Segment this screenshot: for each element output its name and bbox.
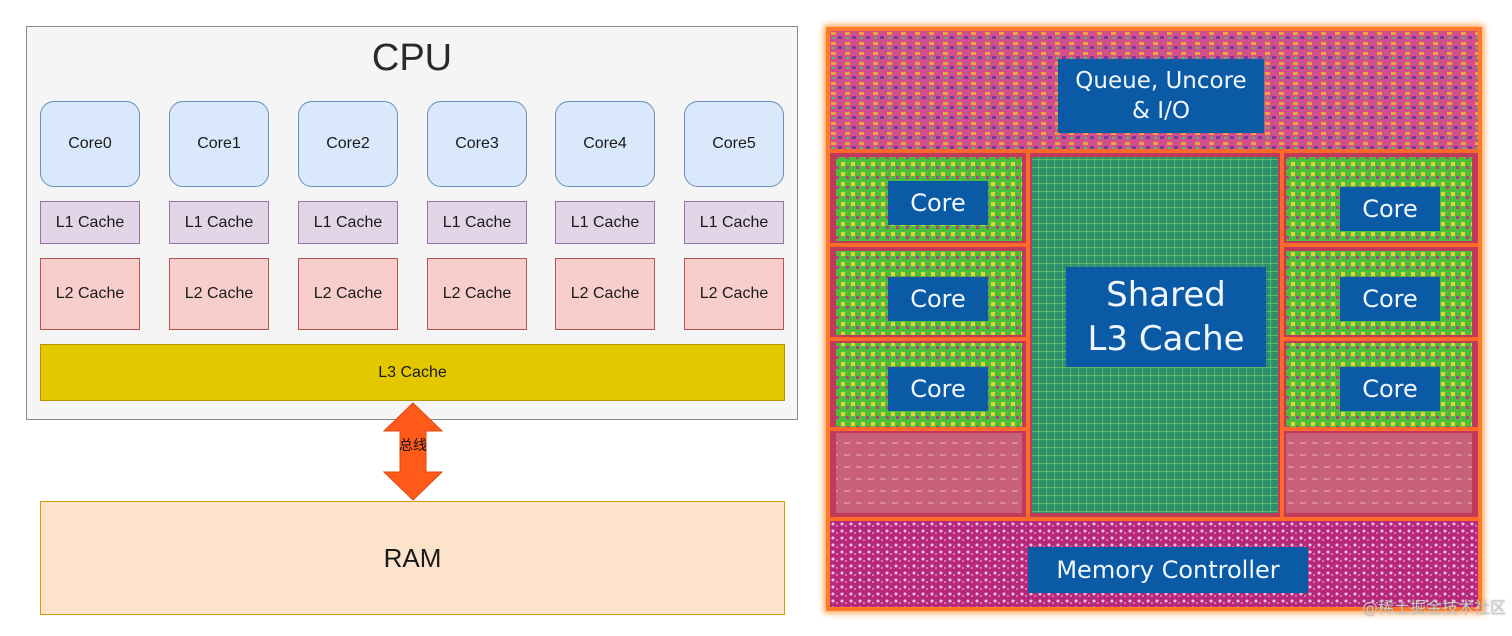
l1-cache-1: L1 Cache [169, 201, 269, 244]
core-5-box: Core5 [684, 101, 784, 187]
l1-cache-4: L1 Cache [555, 201, 655, 244]
l2-cache-4: L2 Cache [555, 258, 655, 330]
ram-box: RAM [40, 501, 785, 615]
l2-cache-3: L2 Cache [427, 258, 527, 330]
l2-cache-0: L2 Cache [40, 258, 140, 330]
memory-controller-label: Memory Controller [1028, 547, 1308, 593]
core-2-box: Core2 [298, 101, 398, 187]
die-core-label-left-2: Core [888, 277, 988, 321]
l1-cache-5: L1 Cache [684, 201, 784, 244]
l1-cache-2: L1 Cache [298, 201, 398, 244]
die-core-label-right-3: Core [1340, 367, 1440, 411]
core-4-box: Core4 [555, 101, 655, 187]
cpu-die-photo: Queue, Uncore & I/O Shared L3 Cache Memo… [826, 27, 1482, 611]
l2-cache-1: L2 Cache [169, 258, 269, 330]
l3-cache-bar: L3 Cache [40, 344, 785, 401]
die-core-label-left-3: Core [888, 367, 988, 411]
core-0-box: Core0 [40, 101, 140, 187]
watermark: @稀土掘金技术社区 [1361, 598, 1506, 617]
die-core-label-right-1: Core [1340, 187, 1440, 231]
core-1-box: Core1 [169, 101, 269, 187]
die-core-label-right-2: Core [1340, 277, 1440, 321]
l1-cache-0: L1 Cache [40, 201, 140, 244]
bus-label: 总线 [399, 437, 427, 453]
core-3-box: Core3 [427, 101, 527, 187]
l2-cache-5: L2 Cache [684, 258, 784, 330]
cpu-title: CPU [371, 37, 453, 79]
shared-l3-cache-label: Shared L3 Cache [1066, 267, 1266, 367]
bus-double-arrow-icon [382, 402, 444, 501]
queue-uncore-io-label: Queue, Uncore & I/O [1058, 59, 1264, 133]
die-core-label-left-1: Core [888, 181, 988, 225]
l1-cache-3: L1 Cache [427, 201, 527, 244]
l2-cache-2: L2 Cache [298, 258, 398, 330]
